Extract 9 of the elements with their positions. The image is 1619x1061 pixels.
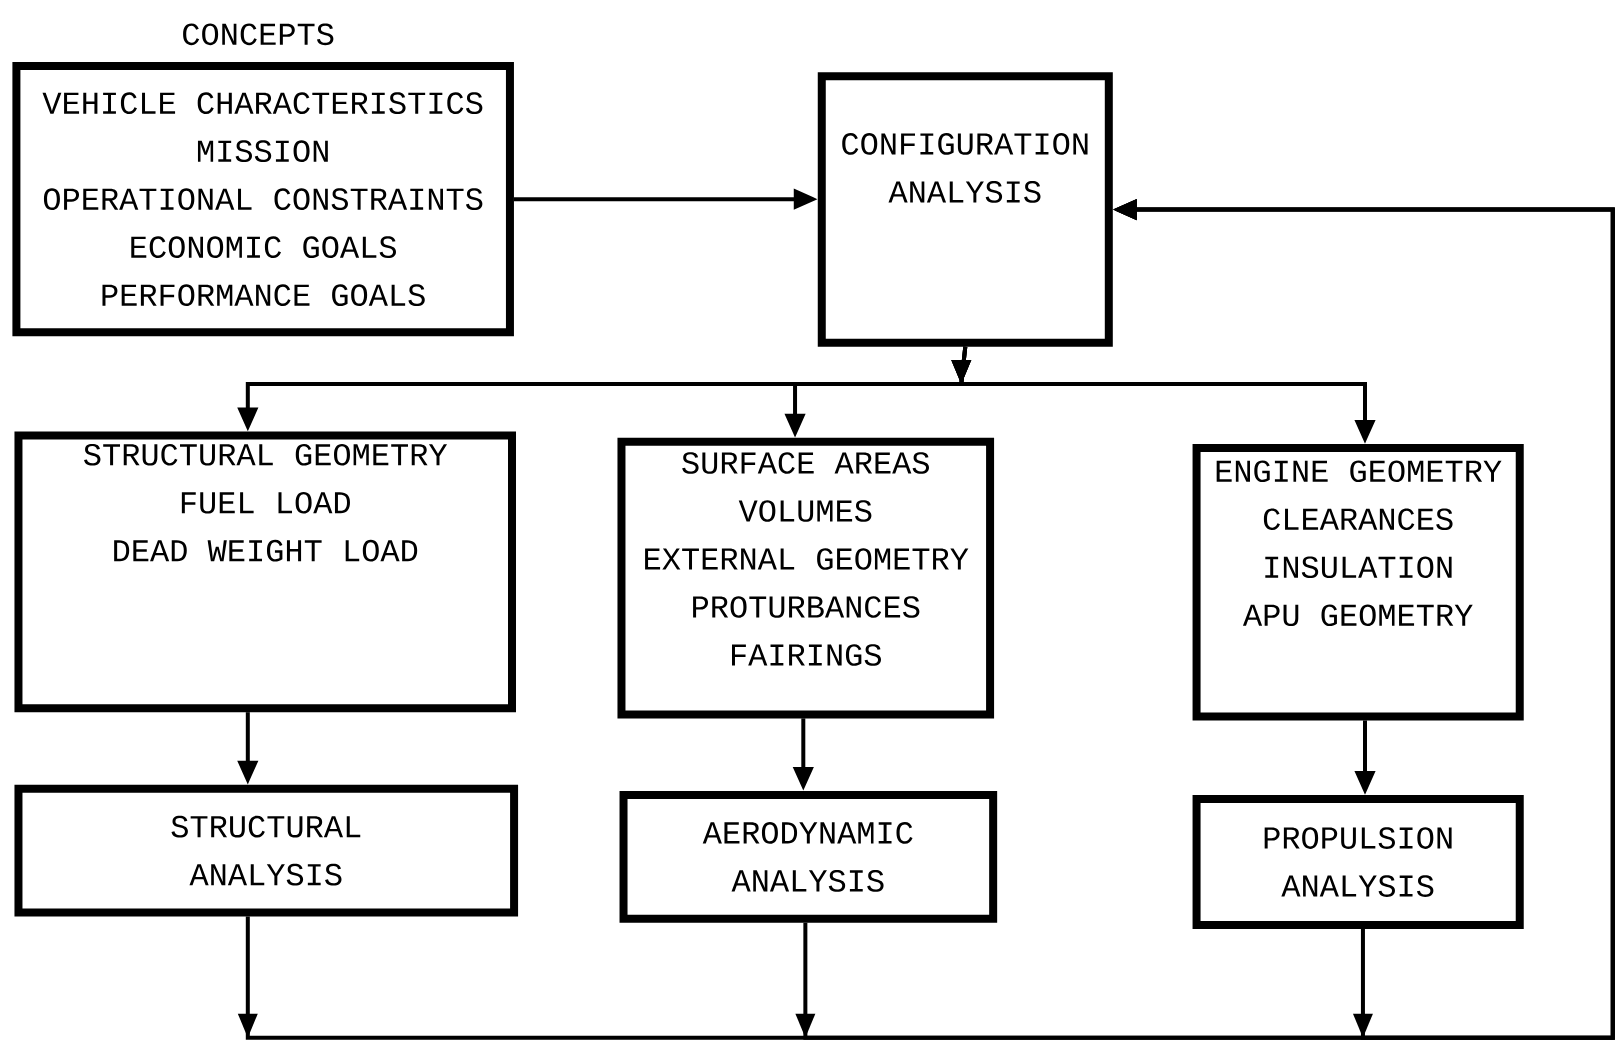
process-box: ENGINE GEOMETRY CLEARANCES INSULATION APU GEOMETRY: [1192, 444, 1524, 721]
process-box: SURFACE AREAS VOLUMES EXTERNAL GEOMETRY PROTURBANCES FAIRINGS: [617, 437, 995, 719]
process-box: PROPULSION ANALYSIS: [1192, 795, 1524, 929]
process-box: STRUCTURAL GEOMETRY FUEL LOAD DEAD WEIGHT LOAD: [14, 431, 516, 713]
process-box: CONFIGURATION ANALYSIS: [817, 72, 1113, 347]
box-heading: CONCEPTS: [183, 23, 334, 46]
process-box: STRUCTURAL ANALYSIS: [14, 784, 519, 917]
process-box: AERODYNAMIC ANALYSIS: [619, 790, 998, 923]
process-box: VEHICLE CHARACTERISTICS MISSION OPERATIONAL CONSTRAINTS ECONOMIC GOALS PERFORMANCE GOALS: [12, 61, 514, 337]
